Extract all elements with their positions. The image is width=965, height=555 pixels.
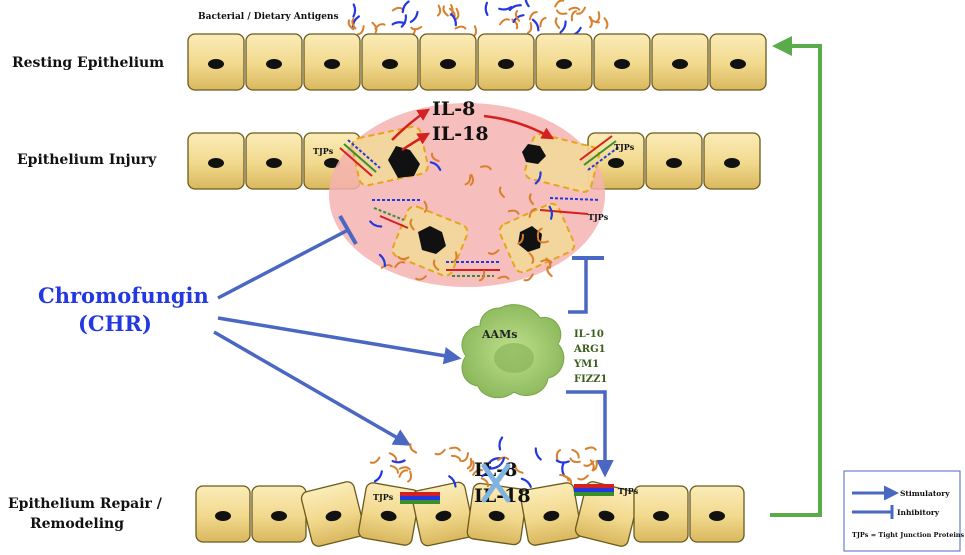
row-label-injury: Epithelium Injury: [17, 152, 157, 168]
epithelial-cell: [709, 33, 767, 91]
cytokine-il8-repair: IL-8: [474, 459, 517, 481]
restored-tjp-right: [574, 484, 614, 496]
epithelial-cell: [187, 33, 245, 91]
chromofungin-abbrev: (CHR): [78, 311, 152, 336]
epithelial-cell: [689, 485, 745, 543]
epithelial-cell: [411, 481, 475, 547]
aam-stimulatory-arrow: [566, 390, 614, 478]
tjp-label-injury-right: TJPs: [614, 142, 635, 152]
epithelial-cell: [703, 132, 761, 190]
antigen-particles-injury: [369, 152, 554, 282]
aam-nucleus: [494, 343, 534, 373]
epithelial-cell: [645, 132, 703, 190]
aam-marker: YM1: [573, 359, 599, 370]
repair-epithelium-cells: [195, 481, 745, 547]
row-label-repair-2: Remodeling: [30, 516, 124, 532]
tight-junction-fragments: [339, 135, 621, 277]
epithelial-cell: [303, 33, 361, 91]
aam-marker: FIZZ1: [574, 374, 607, 385]
epithelial-cell: [187, 132, 245, 190]
tjp-label-injury-left: TJPs: [313, 146, 334, 156]
antigens-label: Bacterial / Dietary Antigens: [198, 12, 339, 22]
epithelial-cell: [419, 33, 477, 91]
chromofungin-label: Chromofungin: [38, 283, 209, 308]
cytokine-il18: IL-18: [432, 123, 489, 145]
legend-inhibitory-label: Inhibitory: [897, 508, 940, 517]
aam-marker: IL-10: [574, 329, 604, 340]
row-label-resting: Resting Epithelium: [12, 55, 164, 71]
tjp-label-repair-right: TJPs: [618, 486, 639, 496]
legend-stimulatory-label: Stimulatory: [900, 489, 950, 498]
legend-tjp-note: TJPs = Tight Junction Proteins: [852, 531, 965, 539]
epithelial-cell: [535, 33, 593, 91]
restored-tjp-left: [400, 492, 440, 504]
antigen-particles-top: [347, 0, 609, 38]
epithelial-cell: [361, 33, 419, 91]
tjp-label-injury-center: TJPs: [588, 212, 609, 222]
aam-inhibitory-arrow: [568, 256, 604, 314]
epithelial-cell: [195, 485, 251, 543]
epithelial-cell: [245, 33, 303, 91]
epithelial-cell: [633, 485, 689, 543]
epithelial-cell: [593, 33, 651, 91]
epithelial-cell: [520, 482, 582, 546]
resting-epithelium-cells: [187, 33, 767, 91]
row-label-repair-1: Epithelium Repair /: [8, 496, 163, 512]
aams-label: AAMs: [481, 328, 517, 341]
epithelial-cell: [300, 481, 366, 547]
chr-effect-arrows: [213, 215, 462, 446]
epithelial-cell: [251, 485, 307, 543]
cytokine-blocked-cross-icon: [481, 463, 511, 503]
legend: Stimulatory Inhibitory TJPs = Tight Junc…: [843, 470, 965, 552]
epithelial-cell: [477, 33, 535, 91]
cytokine-il8: IL-8: [432, 98, 475, 120]
epithelial-cell: [245, 132, 303, 190]
repair-feedback-arrow: [770, 36, 822, 517]
cytokine-release-arrows: [391, 108, 555, 152]
tjp-label-repair-left: TJPs: [373, 492, 394, 502]
aam-marker: ARG1: [573, 344, 606, 355]
epithelial-cell: [574, 481, 640, 547]
epithelial-cell: [651, 33, 709, 91]
